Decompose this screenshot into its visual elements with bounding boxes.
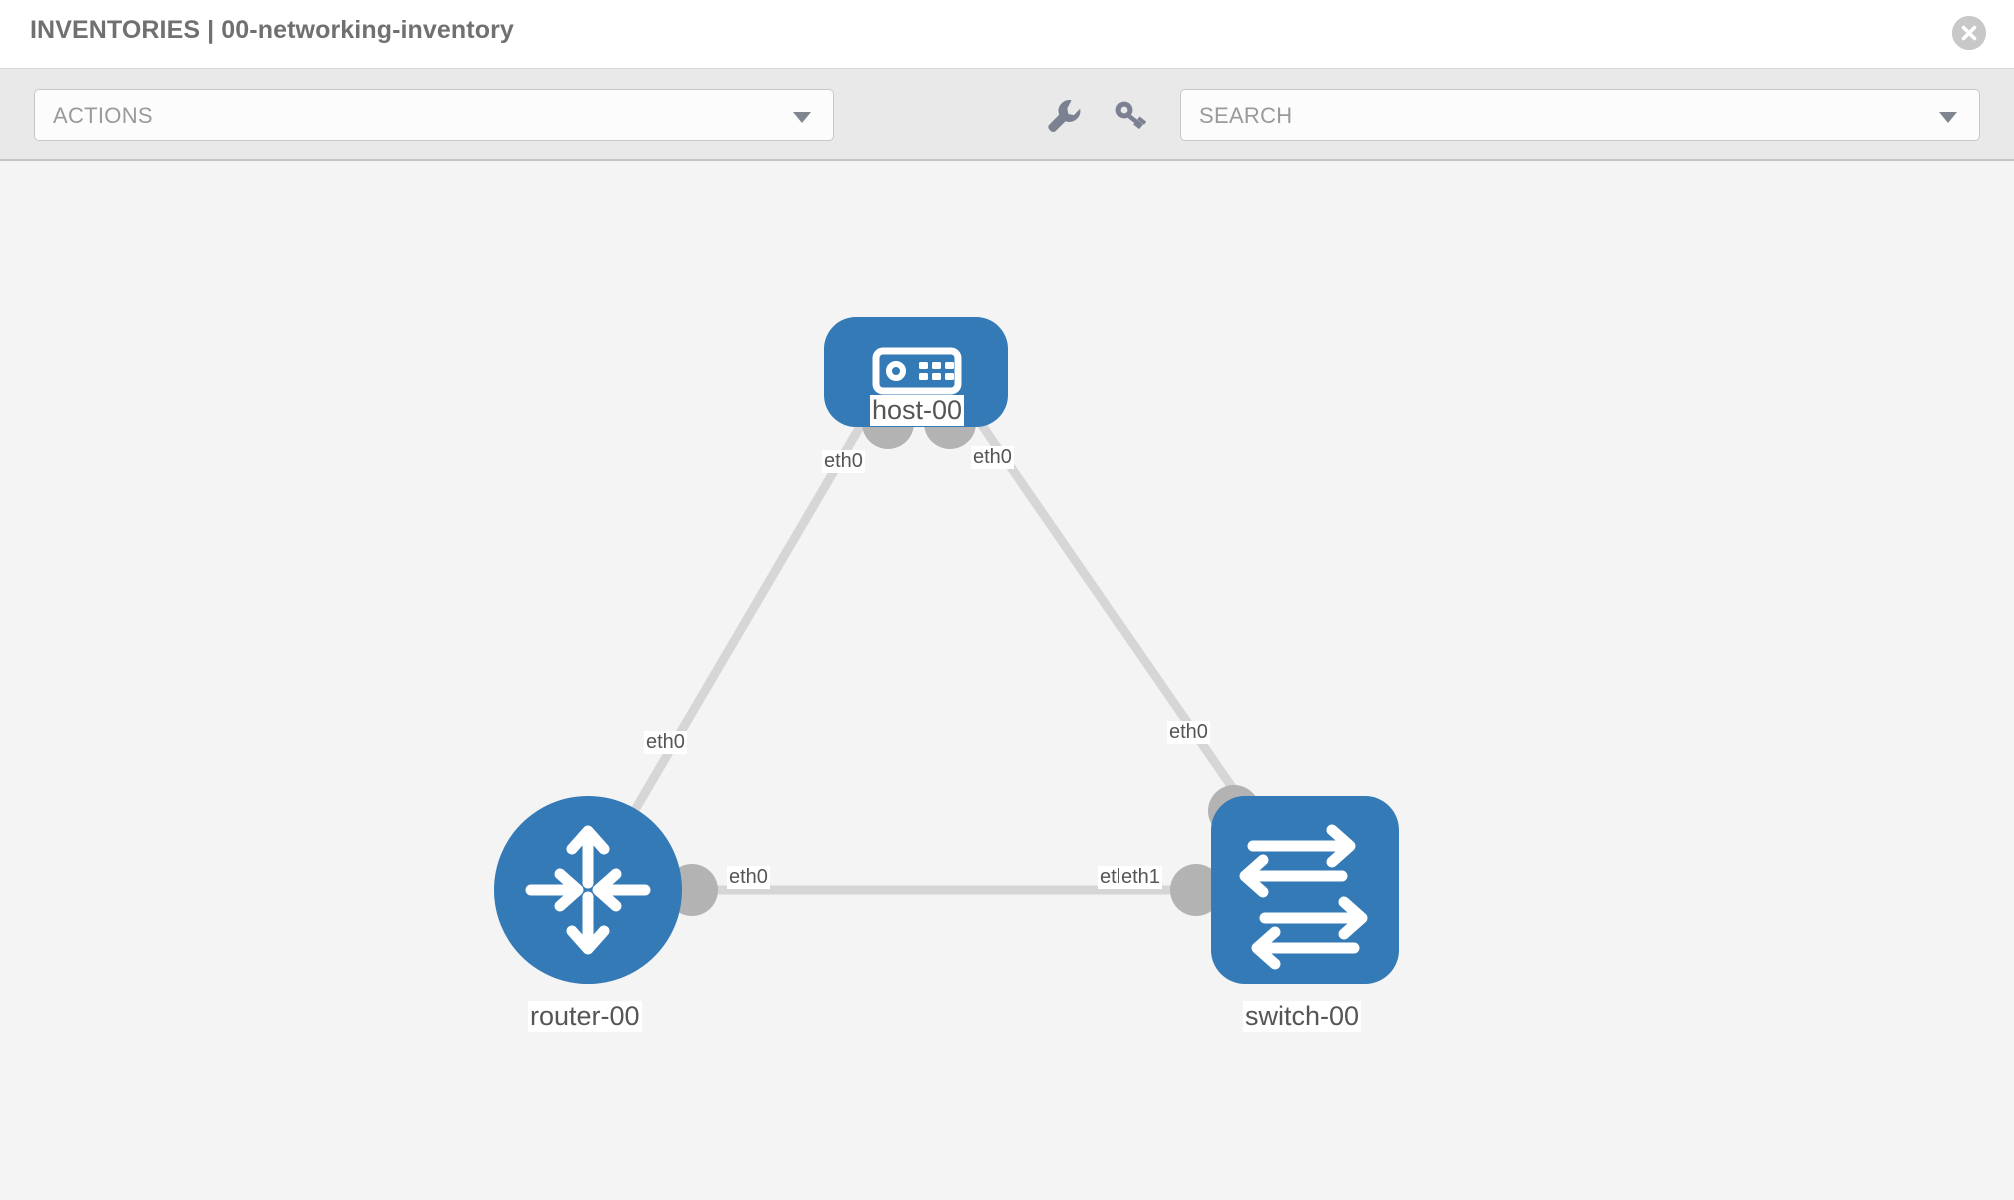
switch-arrows-icon: [1239, 824, 1368, 970]
page-title: INVENTORIES | 00-networking-inventory: [30, 16, 514, 44]
interface-label-switch-host: eth0: [1167, 721, 1210, 744]
topology-canvas[interactable]: host-00 router-00 switch-00 eth0 eth0 et…: [0, 161, 2014, 1200]
router-arrows-icon: [525, 825, 651, 955]
node-router-00[interactable]: [494, 796, 682, 984]
interface-label-router-switch: eth0: [727, 866, 770, 889]
server-icon: [872, 347, 962, 395]
close-icon[interactable]: [1952, 16, 1986, 50]
key-icon[interactable]: [1110, 95, 1152, 137]
search-placeholder: SEARCH: [1199, 103, 1293, 128]
actions-dropdown-label: ACTIONS: [53, 103, 153, 128]
node-label-host-00: host-00: [870, 395, 965, 427]
actions-dropdown[interactable]: ACTIONS: [34, 89, 834, 141]
node-label-router-00: router-00: [528, 1001, 642, 1033]
interface-label-switch-router-eth1: eth1: [1119, 866, 1162, 889]
topology-graph: [494, 317, 1399, 984]
chevron-down-icon: [1939, 112, 1957, 123]
interface-label-host-router: eth0: [822, 450, 865, 473]
topology-links: [584, 376, 1307, 895]
node-switch-00[interactable]: [1211, 796, 1399, 984]
topology-connectors: [666, 397, 1260, 916]
wrench-icon[interactable]: [1042, 95, 1084, 137]
connector-nub: [1170, 864, 1222, 916]
node-label-switch-00: switch-00: [1243, 1001, 1362, 1033]
search-input[interactable]: SEARCH: [1180, 89, 1980, 141]
page-header: INVENTORIES | 00-networking-inventory: [0, 0, 2014, 69]
chevron-down-icon: [793, 112, 811, 123]
interface-label-host-switch: eth0: [971, 446, 1014, 469]
toolbar: ACTIONS SEARCH: [0, 69, 2014, 161]
interface-label-router-host: eth0: [644, 731, 687, 754]
